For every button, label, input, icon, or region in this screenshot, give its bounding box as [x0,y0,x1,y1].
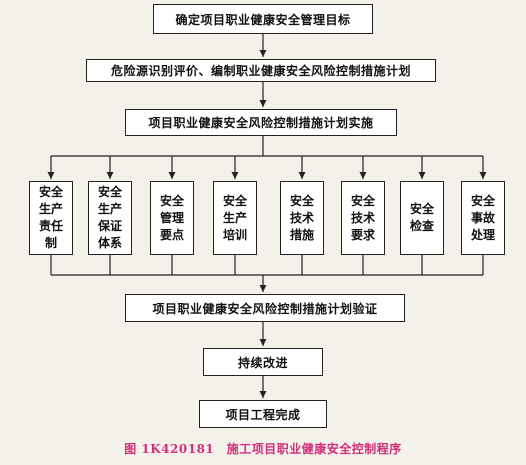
branch-assurance-system: 安全 生产 保证 体系 [88,181,132,255]
step-plan-verification: 项目职业健康安全风险控制措施计划验证 [125,294,405,322]
branch-safety-training: 安全 生产 培训 [213,181,257,255]
branch-management-points: 安全 管理 要点 [150,181,194,255]
figure-caption: 图 1K420181 施工项目职业健康安全控制程序 [124,442,402,456]
step-continuous-improvement: 持续改进 [203,348,323,376]
step-plan-implementation: 项目职业健康安全风险控制措施计划实施 [125,109,397,136]
branch-technical-requirements: 安全 技术 要求 [341,181,385,255]
branch-accident-handling: 安全 事故 处理 [461,181,505,255]
step-project-completion: 项目工程完成 [199,400,327,428]
branch-down-arrows [47,156,487,179]
branch-safety-inspection: 安全 检查 [400,181,444,255]
branch-technical-measures: 安全 技术 措施 [280,181,324,255]
step-hazard-identification: 危险源识别评价、编制职业健康安全风险控制措施计划 [86,59,436,82]
branch-responsibility-system: 安全 生产 责任 制 [29,181,73,255]
branch-up-lines [50,255,484,275]
step-define-objectives: 确定项目职业健康安全管理目标 [153,4,373,34]
